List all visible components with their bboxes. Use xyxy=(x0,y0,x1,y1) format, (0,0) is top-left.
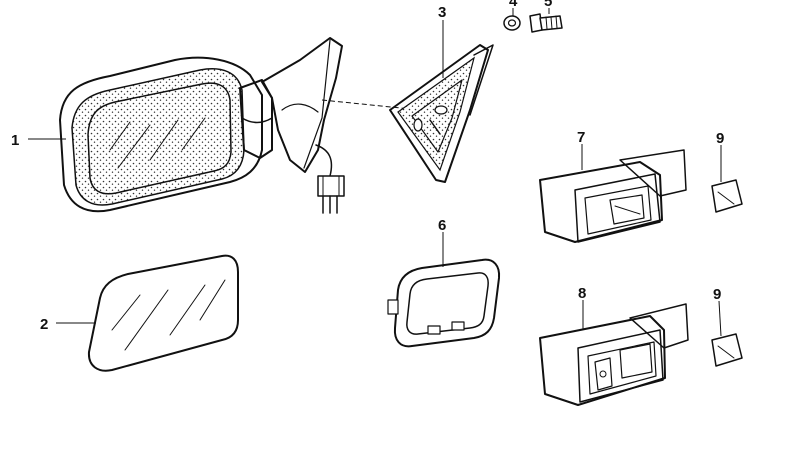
cap-icon xyxy=(711,333,743,367)
cap-icon xyxy=(711,179,743,213)
callout-9-upper: 9 xyxy=(716,130,724,147)
mirror-glass-icon xyxy=(87,254,239,372)
callout-5: 5 xyxy=(544,0,552,10)
callout-3: 3 xyxy=(438,4,446,21)
callout-2: 2 xyxy=(40,316,48,333)
callout-1: 1 xyxy=(11,132,19,149)
switch-icon xyxy=(539,303,689,406)
triangle-cover-icon xyxy=(389,44,494,183)
switch-icon xyxy=(539,149,687,243)
frame-icon xyxy=(387,258,501,348)
callout-7: 7 xyxy=(577,129,585,146)
washer-icon xyxy=(503,15,521,31)
callout-9-lower: 9 xyxy=(713,286,721,303)
callout-4: 4 xyxy=(509,0,518,10)
callout-8: 8 xyxy=(578,285,586,302)
screw-icon xyxy=(529,13,563,33)
callout-6: 6 xyxy=(438,217,446,234)
exterior-mirror-icon xyxy=(59,37,345,214)
